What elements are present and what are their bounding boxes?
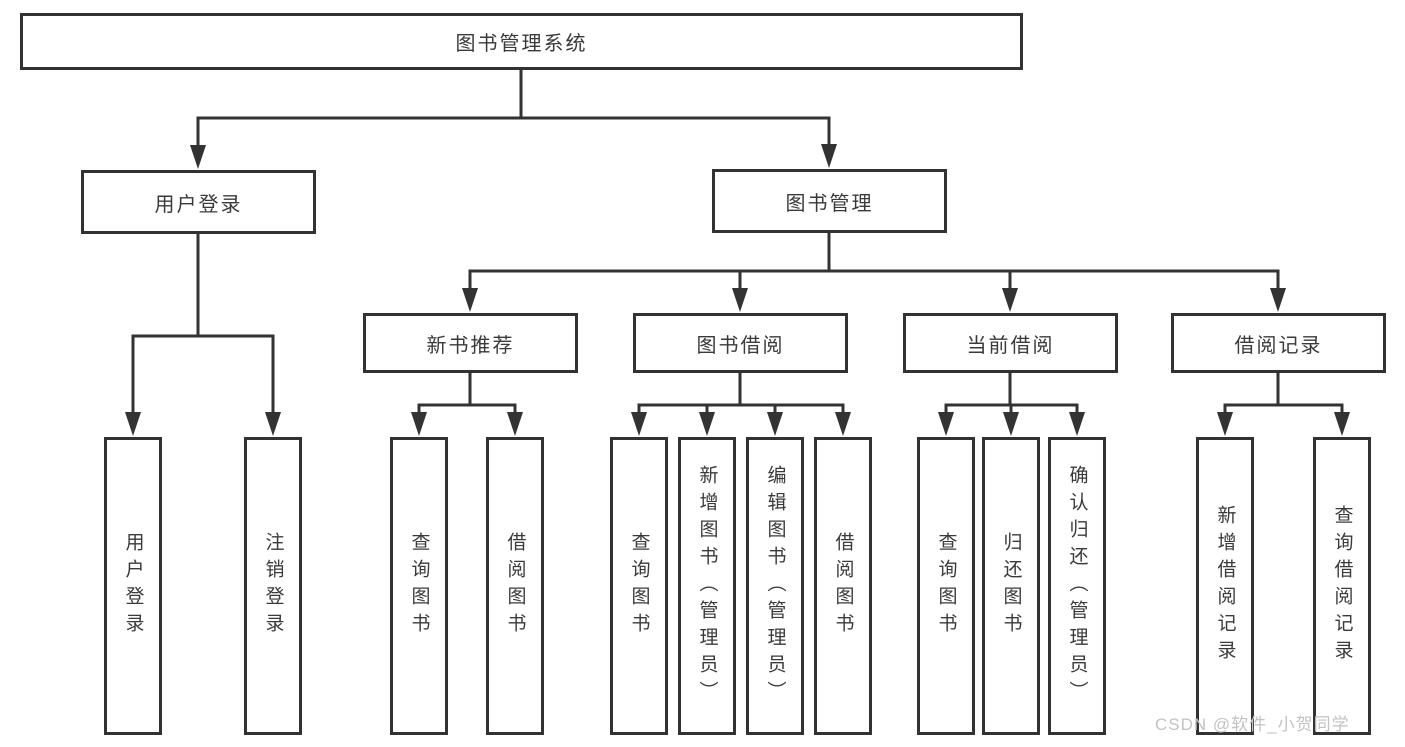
leaf-add-books-admin: 新增图书（管理员）	[678, 437, 736, 735]
connector-user-login-children	[125, 232, 281, 436]
leaf-logout: 注销登录	[244, 437, 302, 735]
leaf-borrow-books-newbook: 借阅图书	[486, 437, 544, 735]
connector-new-book-children	[411, 371, 523, 436]
connector-book-borrow-children	[631, 371, 851, 436]
connector-book-mgmt-children	[462, 231, 1286, 312]
node-user-login: 用户登录	[81, 170, 316, 234]
leaf-user-login: 用户登录	[104, 437, 162, 735]
node-library-system: 图书管理系统	[20, 13, 1023, 70]
leaf-confirm-return-admin: 确认归还（管理员）	[1048, 437, 1106, 735]
node-book-management: 图书管理	[712, 169, 947, 233]
leaf-borrow-books: 借阅图书	[814, 437, 872, 735]
leaf-query-books-borrow: 查询图书	[610, 437, 668, 735]
connector-borrow-record-children	[1217, 371, 1350, 436]
leaf-query-books-current: 查询图书	[917, 437, 975, 735]
node-new-book-recommend: 新书推荐	[363, 313, 578, 373]
node-book-borrowing: 图书借阅	[633, 313, 848, 373]
leaf-return-books: 归还图书	[982, 437, 1040, 735]
leaf-add-borrow-record: 新增借阅记录	[1196, 437, 1254, 735]
csdn-watermark: CSDN @软件_小贺同学	[1155, 715, 1350, 734]
connector-current-borrow-children	[938, 371, 1085, 436]
node-current-borrowing: 当前借阅	[903, 313, 1118, 373]
leaf-edit-books-admin: 编辑图书（管理员）	[746, 437, 804, 735]
leaf-query-books-newbook: 查询图书	[390, 437, 448, 735]
leaf-query-borrow-record: 查询借阅记录	[1313, 437, 1371, 735]
node-borrowing-records: 借阅记录	[1171, 313, 1386, 373]
connector-root-to-level1	[190, 68, 837, 169]
